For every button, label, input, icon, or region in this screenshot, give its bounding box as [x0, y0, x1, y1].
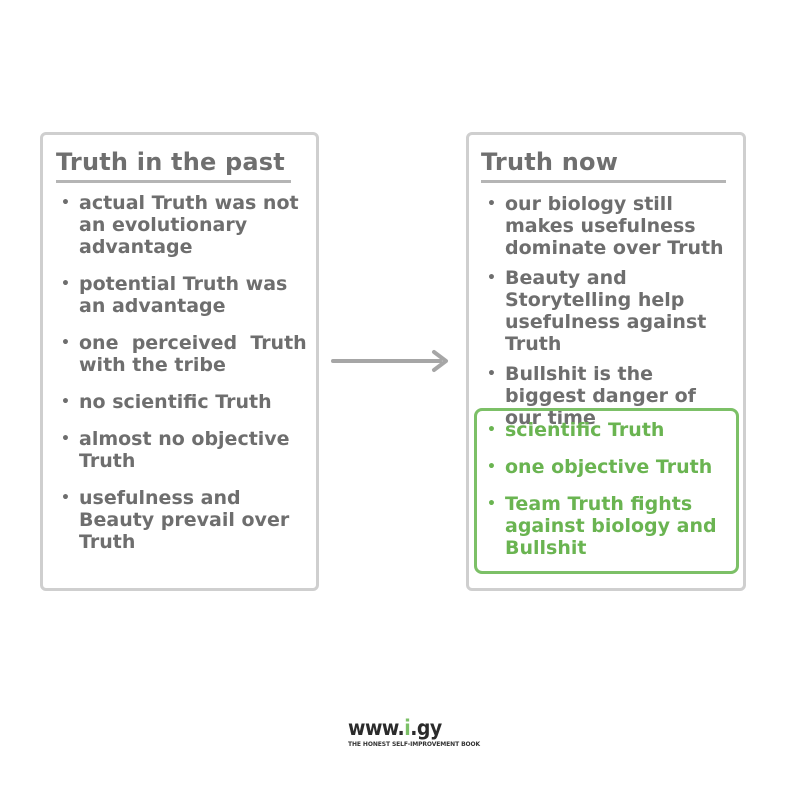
list-item: •almost no objective Truth [61, 428, 290, 472]
list-item: •Beauty and Storytelling help usefulness… [487, 267, 707, 355]
list-item: •Bullshit is the biggest danger of our t… [487, 363, 696, 429]
now-list: •our biology still makes usefulness domi… [483, 193, 735, 437]
list-item: •our biology still makes usefulness domi… [487, 193, 724, 259]
bullet-icon: • [487, 496, 496, 512]
bullet-icon: • [487, 366, 496, 382]
bullet-icon: • [61, 276, 70, 292]
past-panel: Truth in the past •actual Truth was not … [40, 132, 319, 591]
list-item: •one objective Truth [487, 456, 713, 478]
bullet-icon: • [61, 335, 70, 351]
logo-url: www.i.gy [348, 716, 442, 740]
past-title-underline [56, 180, 291, 183]
site-logo[interactable]: www.i.gy THE HONEST SELF-IMPROVEMENT BOO… [348, 716, 481, 748]
past-panel-title: Truth in the past [56, 148, 285, 176]
bullet-icon: • [61, 394, 70, 410]
logo-tagline: THE HONEST SELF-IMPROVEMENT BOOK [348, 741, 481, 748]
bullet-icon: • [61, 490, 70, 506]
list-item: •one perceived Truth with the tribe [61, 332, 314, 376]
list-item: •no scientific Truth [61, 391, 272, 413]
bullet-icon: • [61, 431, 70, 447]
bullet-icon: • [487, 270, 496, 286]
list-item: •scientific Truth [487, 419, 665, 441]
list-item: •potential Truth was an advantage [61, 273, 288, 317]
list-item: •actual Truth was not an evolutionary ad… [61, 192, 299, 258]
bullet-icon: • [61, 195, 70, 211]
now-title-underline [481, 180, 726, 183]
now-panel: Truth now •our biology still makes usefu… [466, 132, 746, 591]
bullet-icon: • [487, 196, 496, 212]
highlight-list: •scientific Truth •one objective Truth •… [483, 419, 731, 574]
highlight-box: •scientific Truth •one objective Truth •… [474, 408, 739, 574]
list-item: •Team Truth fights against biology and B… [487, 493, 717, 559]
now-panel-title: Truth now [481, 148, 619, 176]
list-item: •usefulness and Beauty prevail over Trut… [61, 487, 290, 553]
past-list: •actual Truth was not an evolutionary ad… [57, 192, 309, 568]
right-arrow-icon [331, 350, 448, 372]
bullet-icon: • [487, 422, 496, 438]
bullet-icon: • [487, 459, 496, 475]
